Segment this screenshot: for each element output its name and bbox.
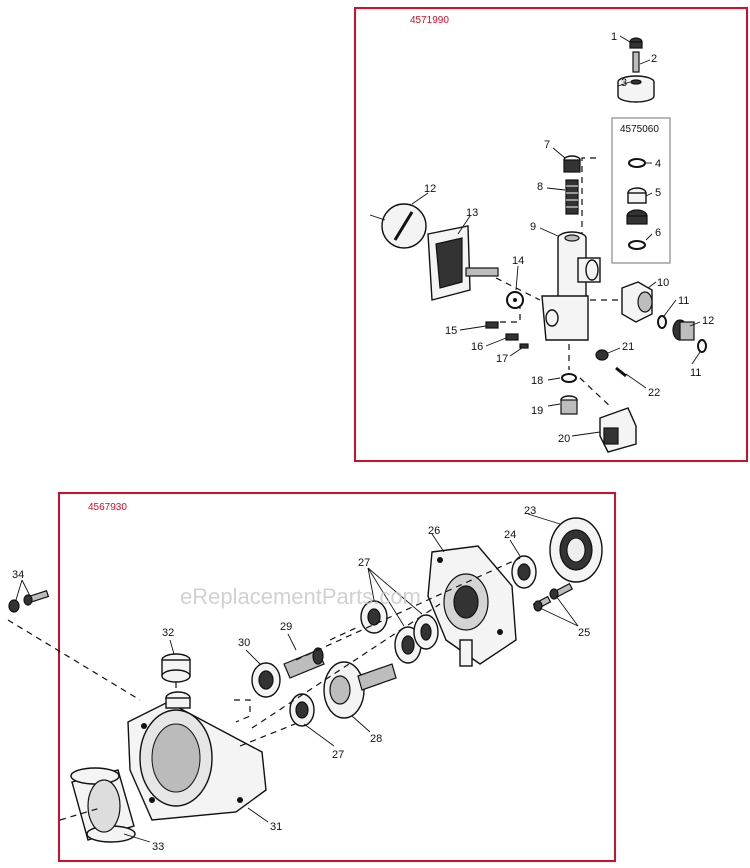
part-29-shaft bbox=[283, 647, 325, 679]
part-8-spring bbox=[565, 179, 579, 215]
guide-line-10 bbox=[234, 699, 251, 723]
guide-line-13 bbox=[295, 557, 521, 661]
guide-line-7 bbox=[7, 619, 141, 701]
part-5-valve bbox=[626, 187, 648, 225]
part-19-inlet bbox=[560, 395, 578, 415]
callout-27a: 27 bbox=[358, 557, 370, 569]
callout-24: 24 bbox=[504, 529, 516, 541]
part-27-bearing-upper-c bbox=[413, 614, 439, 650]
callout-31: 31 bbox=[270, 821, 282, 833]
callout-34: 34 bbox=[12, 569, 24, 581]
part-7-plug bbox=[563, 155, 581, 173]
part-6-o-ring bbox=[628, 240, 646, 250]
part-34-bolt bbox=[8, 589, 50, 613]
part-24-bearing bbox=[511, 555, 537, 589]
callout-12a: 12 bbox=[424, 183, 436, 195]
guide-line-6 bbox=[579, 377, 613, 409]
callout-21: 21 bbox=[622, 341, 634, 353]
guide-line-12 bbox=[239, 721, 301, 747]
callout-11a: 11 bbox=[678, 295, 689, 307]
guide-line-1 bbox=[581, 157, 596, 250]
callout-12b: 12 bbox=[702, 315, 714, 327]
part-20-unloader-block bbox=[599, 407, 637, 453]
part-3-cap bbox=[617, 75, 655, 103]
guide-line-11 bbox=[251, 603, 441, 729]
part-31-pump-housing bbox=[127, 701, 267, 821]
part-25-screws bbox=[532, 582, 574, 612]
callout-13: 13 bbox=[466, 207, 478, 219]
part-11-washer bbox=[657, 315, 667, 329]
part-16-clip bbox=[505, 333, 519, 341]
callout-32: 32 bbox=[162, 627, 174, 639]
callout-29: 29 bbox=[280, 621, 292, 633]
guide-line-8 bbox=[59, 807, 101, 821]
part-12-fitting bbox=[672, 319, 695, 341]
callout-9: 9 bbox=[530, 221, 536, 233]
part-2-stud bbox=[632, 51, 640, 73]
part-28-gear bbox=[323, 661, 397, 719]
watermark: eReplacementParts.com bbox=[180, 584, 421, 609]
callout-11b: 11 bbox=[690, 367, 701, 379]
part-10-nut bbox=[621, 281, 653, 323]
callout-4: 4 bbox=[655, 158, 661, 170]
callout-6: 6 bbox=[655, 227, 661, 239]
leader-lines-lower bbox=[15, 513, 579, 843]
part-4-o-ring bbox=[628, 158, 646, 168]
callout-8: 8 bbox=[537, 181, 543, 193]
guide-line-14 bbox=[329, 625, 361, 641]
assembly-number-inner: 4575060 bbox=[620, 124, 659, 135]
callout-16: 16 bbox=[471, 341, 483, 353]
callout-17: 17 bbox=[496, 353, 508, 365]
leader-lines-upper bbox=[411, 35, 701, 437]
part-11-washer-b bbox=[697, 339, 707, 353]
assembly-frame-upper bbox=[354, 7, 748, 462]
part-13-impeller bbox=[427, 225, 499, 301]
housing-inlet-port bbox=[165, 691, 191, 709]
callout-1: 1 bbox=[611, 31, 617, 43]
part-18-o-ring bbox=[561, 373, 577, 383]
callout-33: 33 bbox=[152, 841, 164, 853]
part-23-seal bbox=[549, 517, 603, 583]
callout-10: 10 bbox=[657, 277, 669, 289]
part-14-washer bbox=[506, 291, 524, 309]
callout-22: 22 bbox=[648, 387, 660, 399]
part-22-clip bbox=[615, 366, 627, 378]
part-32-plug bbox=[161, 653, 191, 683]
part-15-clip bbox=[485, 321, 499, 329]
callout-23: 23 bbox=[524, 505, 536, 517]
callout-7: 7 bbox=[544, 139, 550, 151]
part-27-bearing-lower bbox=[289, 693, 315, 727]
assembly-frame-inner bbox=[611, 117, 671, 264]
part-1-nut bbox=[629, 37, 643, 49]
callout-26: 26 bbox=[428, 525, 440, 537]
assembly-frame-lower bbox=[58, 492, 616, 862]
part-30-bearing bbox=[251, 662, 281, 698]
callout-27b: 27 bbox=[332, 749, 344, 761]
callout-28: 28 bbox=[370, 733, 382, 745]
callout-5: 5 bbox=[655, 187, 661, 199]
part-21-nut bbox=[595, 349, 609, 361]
part-26-bearing-plate bbox=[427, 545, 517, 667]
part-17-pin bbox=[519, 343, 529, 349]
assembly-number-upper: 4571990 bbox=[410, 15, 449, 26]
assembly-number-lower: 4567930 bbox=[88, 502, 127, 513]
callout-2: 2 bbox=[651, 53, 657, 65]
callout-3: 3 bbox=[621, 77, 627, 89]
callout-19: 19 bbox=[531, 405, 543, 417]
callout-15: 15 bbox=[445, 325, 457, 337]
part-33-cover bbox=[70, 767, 136, 843]
part-27-bearing-upper-a bbox=[360, 600, 388, 634]
part-9-manifold bbox=[541, 231, 601, 341]
callout-18: 18 bbox=[531, 375, 543, 387]
part-12-decal bbox=[369, 203, 427, 249]
callout-14: 14 bbox=[512, 255, 524, 267]
guide-line-2 bbox=[495, 277, 541, 301]
callout-30: 30 bbox=[238, 637, 250, 649]
callout-25: 25 bbox=[578, 627, 590, 639]
callout-20: 20 bbox=[558, 433, 570, 445]
